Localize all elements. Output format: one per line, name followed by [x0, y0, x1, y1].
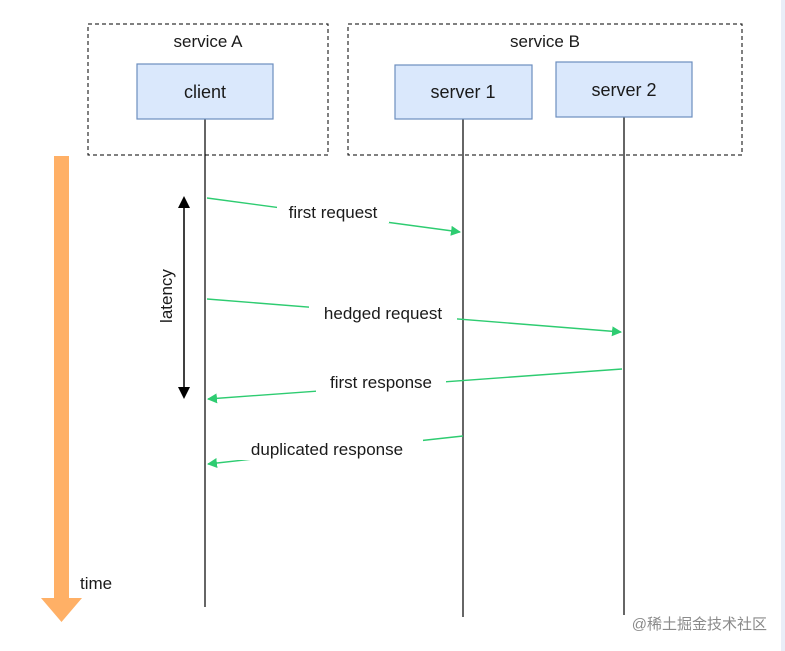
first-response-label-bg — [316, 371, 446, 393]
service-a-group — [87, 23, 329, 156]
hedged-request-label-bg — [309, 302, 457, 324]
hedged-request-label: hedged request — [324, 304, 442, 323]
client-label: client — [184, 82, 226, 102]
server2-box — [555, 61, 693, 118]
duplicated-response-label-bg — [231, 438, 423, 460]
duplicated-response-label: duplicated response — [251, 440, 403, 459]
server2-label: server 2 — [591, 80, 656, 100]
right-edge-rule — [781, 0, 785, 651]
time-arrow-head — [41, 598, 82, 622]
latency-bracket-top-head — [178, 196, 190, 208]
latency-label: latency — [157, 269, 176, 323]
time-label: time — [80, 574, 112, 593]
first-response-label: first response — [330, 373, 432, 392]
latency-bracket-bottom-head — [178, 387, 190, 399]
server1-label: server 1 — [430, 82, 495, 102]
watermark: @稀土掘金技术社区 — [632, 616, 767, 633]
service-b-label: service B — [510, 32, 580, 51]
server1-box — [394, 64, 533, 120]
service-b-group — [347, 23, 743, 156]
first-request-label: first request — [289, 203, 378, 222]
first-request-label-bg — [277, 201, 389, 223]
time-arrow-shaft — [54, 156, 69, 599]
service-a-label: service A — [174, 32, 244, 51]
client-box — [136, 63, 274, 120]
